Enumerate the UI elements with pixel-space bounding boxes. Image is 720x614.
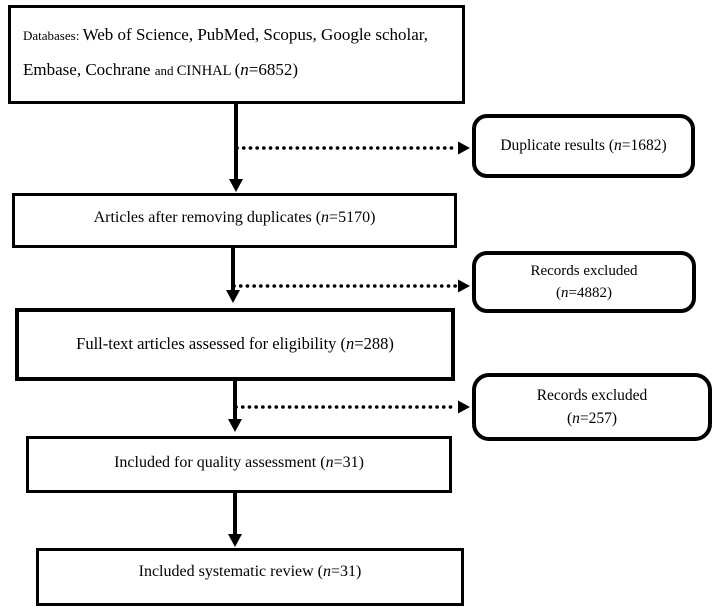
arrow-quality-to-systematic [228, 493, 242, 547]
arrow-after-duplicates-to-fulltext [226, 248, 240, 303]
node-quality-assessment-text: Included for quality assessment (n=31) [114, 453, 364, 471]
node-records-excluded-2-line2: (n=257) [566, 410, 618, 427]
node-databases-text: Databases: Web of Science, PubMed, Scopu… [23, 25, 428, 79]
node-fulltext-eligibility: Full-text articles assessed for eligibil… [15, 308, 455, 381]
node-records-excluded-1-line2: (n=4882) [556, 285, 612, 301]
dotted-arrow-to-duplicate-results [235, 141, 470, 155]
node-records-excluded-2: Records excluded (n=257) [472, 373, 712, 441]
node-systematic-review: Included systematic review (n=31) [36, 548, 464, 606]
arrow-databases-to-after-duplicates [229, 104, 243, 192]
dotted-arrow-to-records-excluded-1 [232, 279, 470, 293]
node-records-excluded-1: Records excluded (n=4882) [472, 251, 696, 313]
node-duplicate-results: Duplicate results (n=1682) [472, 114, 695, 178]
node-systematic-review-text: Included systematic review (n=31) [138, 563, 362, 580]
node-articles-after-duplicates: Articles after removing duplicates (n=51… [12, 193, 457, 248]
node-duplicate-results-text: Duplicate results (n=1682) [500, 137, 667, 155]
arrow-fulltext-to-quality [228, 381, 242, 432]
node-quality-assessment: Included for quality assessment (n=31) [26, 436, 452, 493]
dotted-arrow-to-records-excluded-2 [234, 400, 470, 414]
node-records-excluded-2-line1: Records excluded [536, 386, 648, 404]
node-fulltext-eligibility-text: Full-text articles assessed for eligibil… [76, 334, 394, 354]
node-records-excluded-1-line1: Records excluded [530, 262, 638, 279]
node-articles-after-duplicates-text: Articles after removing duplicates (n=51… [93, 208, 376, 226]
node-databases: Databases: Web of Science, PubMed, Scopu… [8, 5, 465, 104]
